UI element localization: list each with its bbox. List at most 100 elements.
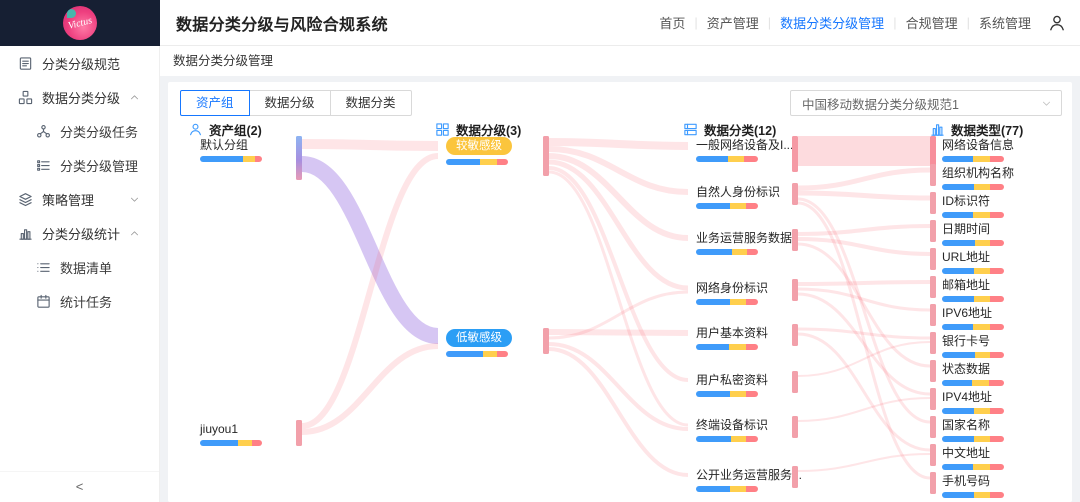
sidebar-item-classification-task[interactable]: 分类分级任务 bbox=[0, 114, 159, 148]
sankey-node-bar bbox=[930, 220, 936, 242]
sankey-node[interactable]: 一般网络设备及I... bbox=[696, 138, 793, 162]
node-distribution-bar bbox=[942, 324, 1004, 330]
tab-data-category[interactable]: 数据分类 bbox=[329, 90, 412, 116]
node-distribution-bar bbox=[696, 249, 758, 255]
sankey-link bbox=[548, 138, 689, 150]
node-label: 默认分组 bbox=[200, 138, 249, 152]
sankey-node[interactable]: ID标识符 bbox=[942, 194, 1004, 218]
sankey-node[interactable]: jiuyou1 bbox=[200, 422, 262, 446]
sankey-node[interactable]: 自然人身份标识 bbox=[696, 185, 780, 209]
sankey-link bbox=[797, 287, 931, 312]
sidebar-item-spec[interactable]: 分类分级规范 bbox=[0, 46, 159, 80]
sankey-node[interactable]: 银行卡号 bbox=[942, 334, 1004, 358]
sankey-node[interactable]: 网络设备信息 bbox=[942, 138, 1014, 162]
node-label: 一般网络设备及I... bbox=[696, 138, 794, 152]
list-icon bbox=[36, 260, 51, 275]
node-label: 银行卡号 bbox=[942, 334, 991, 348]
sankey-link bbox=[797, 201, 931, 480]
node-distribution-bar bbox=[942, 352, 1004, 358]
grade-icon bbox=[435, 122, 450, 137]
logo-icon: Victus bbox=[63, 6, 97, 40]
sankey-node[interactable]: 手机号码 bbox=[942, 474, 1004, 498]
stats-icon bbox=[18, 226, 33, 241]
classification-icon bbox=[18, 90, 33, 105]
nav-item-home[interactable]: 首页 bbox=[659, 16, 686, 31]
node-distribution-bar bbox=[696, 156, 758, 162]
sankey-node[interactable]: 日期时间 bbox=[942, 222, 1004, 246]
node-distribution-bar bbox=[942, 268, 1004, 274]
sankey-node[interactable]: IPV6地址 bbox=[942, 306, 1004, 330]
sidebar-item-classification-manage[interactable]: 分类分级管理 bbox=[0, 148, 159, 182]
spec-icon bbox=[18, 56, 33, 71]
sankey-node[interactable]: 用户私密资料 bbox=[696, 373, 768, 397]
sankey-link bbox=[548, 159, 689, 291]
sankey-link bbox=[548, 170, 689, 427]
node-distribution-bar bbox=[942, 296, 1004, 302]
sankey-node[interactable]: URL地址 bbox=[942, 250, 1004, 274]
sankey-link bbox=[797, 292, 931, 396]
sankey-column-header-data-category: 数据分类(12) bbox=[683, 120, 776, 139]
nav-item-compliance-manage[interactable]: 合规管理 bbox=[905, 16, 958, 31]
nav-item-asset-manage[interactable]: 资产管理 bbox=[706, 16, 759, 31]
task-icon bbox=[36, 124, 51, 139]
sankey-node-bar bbox=[792, 466, 798, 488]
sankey-node[interactable]: 状态数据 bbox=[942, 362, 1004, 386]
sankey-node-bar bbox=[930, 248, 936, 270]
logo[interactable]: Victus bbox=[0, 0, 160, 46]
node-label: 状态数据 bbox=[942, 362, 991, 376]
sankey-link bbox=[548, 153, 689, 241]
nav-item-classification-manage[interactable]: 数据分类分级管理 bbox=[780, 16, 885, 31]
sidebar-item-classification[interactable]: 数据分类分级 bbox=[0, 80, 159, 114]
node-label: 网络身份标识 bbox=[696, 281, 769, 295]
sankey-node[interactable]: 用户基本资料 bbox=[696, 326, 768, 350]
node-label: IPV6地址 bbox=[942, 306, 993, 320]
sidebar-item-stats-job[interactable]: 统计任务 bbox=[0, 284, 159, 318]
sidebar-item-label: 数据清单 bbox=[60, 260, 113, 276]
manage-icon bbox=[36, 158, 51, 173]
sidebar-item-label: 统计任务 bbox=[60, 294, 113, 310]
node-distribution-bar bbox=[200, 440, 262, 446]
sankey-node-bar bbox=[296, 136, 302, 180]
view-tab-group: 资产组数据分级数据分类 bbox=[180, 90, 412, 116]
sankey-node[interactable]: 邮箱地址 bbox=[942, 278, 1004, 302]
node-label: 公开业务运营服务... bbox=[696, 468, 803, 482]
sidebar-item-data-list[interactable]: 数据清单 bbox=[0, 250, 159, 284]
sankey-node[interactable]: IPV4地址 bbox=[942, 390, 1004, 414]
sankey-node[interactable]: 公开业务运营服务... bbox=[696, 468, 802, 492]
sidebar-item-strategy-manage[interactable]: 策略管理 bbox=[0, 182, 159, 216]
tab-data-grade[interactable]: 数据分级 bbox=[248, 90, 331, 116]
sankey-node-bar bbox=[792, 279, 798, 301]
sankey-link bbox=[797, 237, 931, 256]
spec-select-value: 中国移动数据分类分级规范1 bbox=[802, 97, 959, 112]
sankey-node-bar bbox=[792, 183, 798, 205]
sidebar-collapse-button[interactable]: < bbox=[0, 471, 159, 502]
sidebar-item-label: 数据分类分级 bbox=[42, 90, 121, 106]
user-icon[interactable] bbox=[1048, 14, 1066, 32]
sankey-node-bar bbox=[792, 324, 798, 346]
sankey-node[interactable]: 较敏感级 bbox=[446, 136, 512, 165]
sankey-link bbox=[797, 332, 931, 452]
sankey-node[interactable]: 网络身份标识 bbox=[696, 281, 768, 305]
tab-asset-group[interactable]: 资产组 bbox=[180, 90, 250, 116]
sankey-node[interactable]: 国家名称 bbox=[942, 418, 1004, 442]
sankey-link bbox=[548, 166, 689, 382]
sankey-node[interactable]: 组织机构名称 bbox=[942, 166, 1014, 190]
node-label: ID标识符 bbox=[942, 194, 991, 208]
node-label: 手机号码 bbox=[942, 474, 991, 488]
job-icon bbox=[36, 294, 51, 309]
sankey-link bbox=[548, 342, 689, 431]
sankey-link bbox=[300, 156, 440, 344]
node-label: 自然人身份标识 bbox=[696, 185, 781, 199]
sankey-node[interactable]: 默认分组 bbox=[200, 138, 262, 162]
spec-select[interactable]: 中国移动数据分类分级规范1 bbox=[790, 90, 1062, 116]
nav-item-system-manage[interactable]: 系统管理 bbox=[978, 16, 1031, 31]
chevron-down-icon bbox=[129, 194, 140, 205]
sankey-node[interactable]: 终端设备标识 bbox=[696, 418, 768, 442]
sankey-node[interactable]: 业务运营服务数据 bbox=[696, 231, 792, 255]
sankey-node[interactable]: 低敏感级 bbox=[446, 328, 512, 357]
sankey-node-bar bbox=[930, 444, 936, 466]
sidebar-item-statistics[interactable]: 分类分级统计 bbox=[0, 216, 159, 250]
chevron-up-icon bbox=[129, 228, 140, 239]
sankey-node[interactable]: 中文地址 bbox=[942, 446, 1004, 470]
